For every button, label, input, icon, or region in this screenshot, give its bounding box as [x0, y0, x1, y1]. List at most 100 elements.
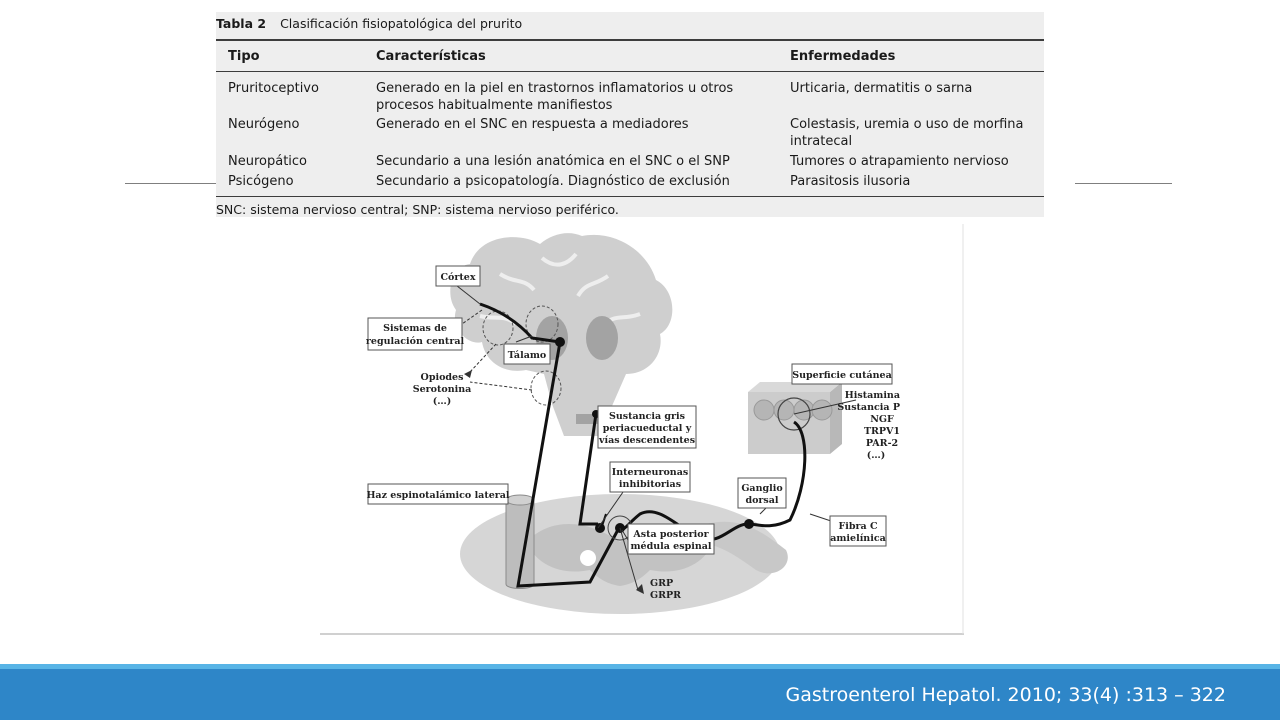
brain-sulci	[479, 252, 641, 326]
mediator-pointer	[793, 399, 857, 415]
sustancia-label-line3: vías descendentes	[598, 435, 695, 446]
table-header-rule	[216, 71, 1044, 72]
label-fibra: Fibra C amielínica	[829, 515, 887, 547]
mediator-label: Histamina	[845, 390, 900, 401]
row-caracteristicas-cont: procesos habitualmente manifiestos	[376, 98, 613, 113]
footer-bar	[0, 664, 1280, 720]
label-haz: Haz espinotalámico lateral	[366, 483, 510, 505]
table-image: Tabla 2 Clasificación fisiopatológica del…	[216, 12, 1044, 217]
sistemas-label-line2: regulación central	[366, 336, 465, 347]
right-divider-line	[1075, 183, 1172, 184]
header-caracteristicas: Características	[376, 49, 486, 64]
row-enfermedades: Parasitosis ilusoria	[790, 174, 911, 189]
table-top-rule	[216, 39, 1044, 41]
row-caracteristicas: Generado en el SNC en respuesta a mediad…	[376, 117, 689, 132]
spinothalamic-column-top	[505, 494, 535, 506]
thalamus-right	[586, 316, 618, 360]
sustancia-label-line1: Sustancia gris	[609, 411, 685, 422]
skin-cell	[753, 399, 775, 421]
table-bottom-rule	[216, 196, 1044, 197]
label-talamo: Tálamo	[503, 343, 551, 365]
row-tipo: Psicógeno	[228, 174, 294, 189]
opiodes-label-line1: Opiodes	[421, 372, 464, 383]
row-caracteristicas: Generado en la piel en trastornos inflam…	[376, 81, 734, 96]
grp-arrowhead	[636, 584, 644, 594]
label-cortex: Córtex	[435, 265, 481, 287]
table-footnote: SNC: sistema nervioso central; SNP: sist…	[216, 202, 619, 217]
interneuron-dot	[595, 523, 605, 533]
table-title: Clasificación fisiopatológica del prurit…	[280, 16, 523, 31]
row-enfermedades-cont: intratecal	[790, 134, 853, 149]
skin-block-side	[830, 382, 842, 454]
header-enfermedades: Enfermedades	[790, 49, 896, 64]
spinothalamic-pathway	[479, 302, 622, 588]
mediator-label: (…)	[867, 450, 886, 461]
dashed-arrows	[461, 309, 533, 391]
fibra-label-line2: amielínica	[830, 533, 886, 544]
opiodes-label-line2: Serotonina	[413, 384, 472, 395]
mediator-label: NGF	[870, 414, 894, 425]
superficie-box	[791, 363, 893, 385]
descending-pathway	[578, 413, 598, 526]
periaqueductal-gray-shape	[576, 414, 606, 424]
pruritus-pathway-diagram: Córtex Sistemas de regulación central Tá…	[320, 224, 964, 636]
grp-arrow	[619, 527, 639, 591]
ganglio-label-line2: dorsal	[745, 495, 778, 506]
thalamus-synapse-dot	[555, 337, 565, 347]
label-sistemas: Sistemas de regulación central	[366, 317, 465, 351]
row-caracteristicas: Secundario a psicopatología. Diagnóstico…	[376, 174, 730, 189]
regulation-arrow	[469, 343, 497, 373]
label-interneuronas: Interneuronas inhibitorias	[609, 461, 691, 493]
mediator-label: Sustancia P	[837, 402, 900, 413]
asta-pointer	[621, 529, 629, 541]
row-caracteristicas: Secundario a una lesión anatómica en el …	[376, 154, 730, 169]
sustancia-box	[597, 405, 697, 449]
row-tipo: Neurógeno	[228, 117, 300, 132]
haz-box	[367, 483, 509, 505]
label-sustancia: Sustancia gris periacueductal y vías des…	[597, 405, 697, 449]
ganglio-label-line1: Ganglio	[741, 483, 782, 494]
skin-cell	[811, 399, 833, 421]
talamo-box	[503, 343, 551, 365]
grpr-label: GRPR	[650, 590, 681, 601]
asta-box	[627, 523, 715, 555]
label-asta: Asta posterior médula espinal	[627, 523, 715, 555]
c-fiber-pathway	[621, 420, 807, 542]
cortical-region-circle	[525, 305, 559, 343]
mediator-label: PAR-2	[866, 438, 898, 449]
label-superficie: Superficie cutánea	[791, 363, 893, 385]
footer-accent-strip	[0, 664, 1280, 669]
cortex-box	[435, 265, 481, 287]
row-tipo: Neuropático	[228, 154, 308, 169]
label-ganglio: Ganglio dorsal	[737, 477, 787, 509]
diagram-svg: Córtex Sistemas de regulación central Tá…	[320, 224, 964, 635]
talamo-label: Tálamo	[508, 350, 546, 361]
row-enfermedades: Tumores o atrapamiento nervioso	[790, 154, 1009, 169]
skin-cell	[773, 399, 795, 421]
cortex-label: Córtex	[441, 272, 476, 283]
interneuronas-label-line1: Interneuronas	[612, 467, 688, 478]
interneuronas-box	[609, 461, 691, 493]
superficie-label: Superficie cutánea	[792, 370, 891, 381]
label-opiodes: Opiodes Serotonina (…)	[413, 372, 472, 407]
row-tipo: Pruritoceptivo	[228, 81, 319, 96]
central-regulation-circle	[482, 310, 514, 346]
regulation-arrowhead	[464, 370, 472, 378]
talamo-pointer	[515, 335, 533, 343]
opioid-region-circle	[530, 370, 562, 406]
left-divider-line	[125, 183, 220, 184]
sistemas-box	[367, 317, 463, 351]
fibra-box	[829, 515, 887, 547]
table-caption: Tabla 2 Clasificación fisiopatológica del…	[216, 16, 522, 31]
mediator-label: TRPV1	[864, 426, 900, 437]
opioid-arrow	[469, 381, 533, 391]
sistemas-label-line1: Sistemas de	[383, 323, 447, 334]
ganglio-box	[737, 477, 787, 509]
citation-text: Gastroenterol Hepatol. 2010; 33(4) :313 …	[785, 684, 1227, 706]
dorsal-ganglion-dot	[744, 519, 754, 529]
table-number: Tabla 2	[216, 16, 267, 31]
grp-label: GRP	[650, 578, 673, 589]
asta-label-line1: Asta posterior	[632, 529, 709, 540]
row-enfermedades: Colestasis, uremia o uso de morfina	[790, 117, 1024, 132]
asta-label-line2: médula espinal	[630, 541, 711, 552]
